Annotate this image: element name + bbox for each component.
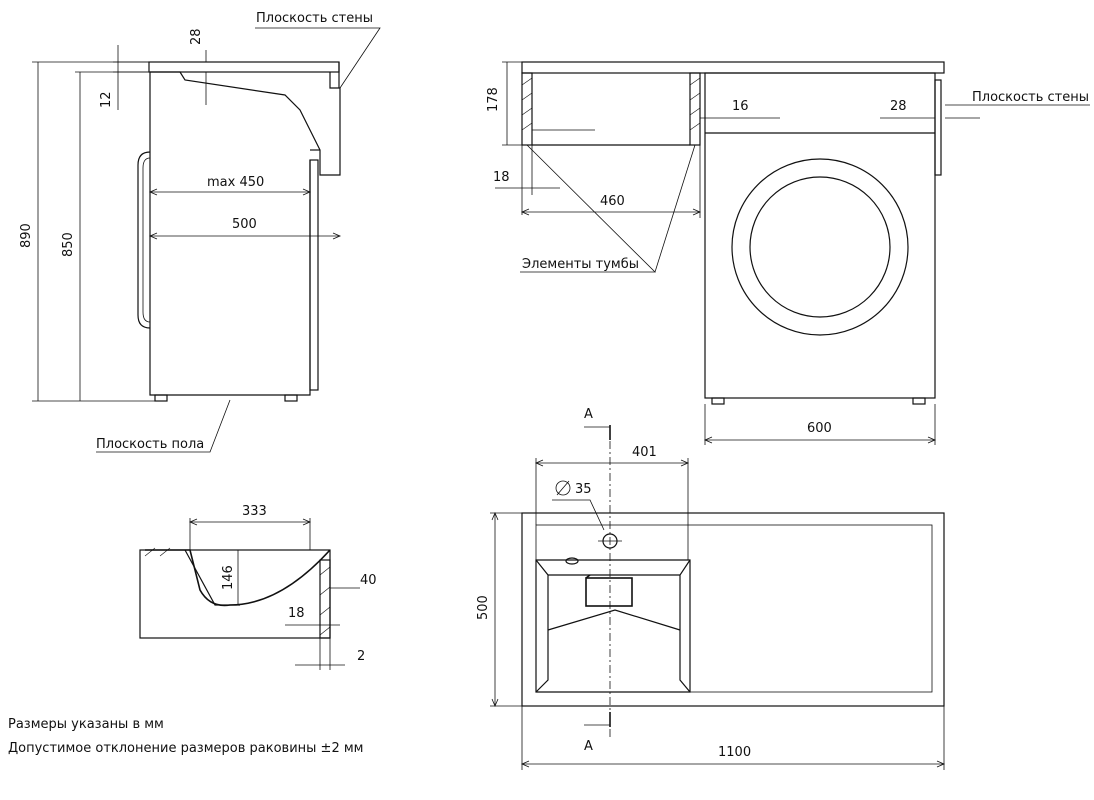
front-view: 178 16 28 Плоскость стены 18 460 Элемент… [486, 61, 1090, 445]
dim-40: 40 [360, 573, 377, 588]
dim-16: 16 [732, 99, 749, 114]
dim-500-plan: 500 [476, 595, 491, 620]
dim-28-side: 28 [189, 28, 204, 45]
dim-28-front: 28 [890, 99, 907, 114]
wall-plane-label-side: Плоскость стены [256, 11, 373, 26]
dim-500-side: 500 [232, 217, 257, 232]
dim-12: 12 [99, 91, 114, 108]
dim-890: 890 [19, 223, 34, 248]
cabinet-elements-label: Элементы тумбы [522, 257, 639, 272]
dim-333: 333 [242, 504, 267, 519]
floor-plane-label: Плоскость пола [96, 437, 204, 452]
dim-146: 146 [221, 565, 236, 590]
dim-35: 35 [575, 482, 592, 497]
wall-plane-label-front: Плоскость стены [972, 90, 1089, 105]
units-note: Размеры указаны в мм [8, 717, 164, 732]
side-view: Плоскость стены Плоскость пола 28 12 890… [19, 11, 381, 453]
dim-460: 460 [600, 194, 625, 209]
dim-401: 401 [632, 445, 657, 460]
dim-600: 600 [807, 421, 832, 436]
dim-max-450: max 450 [207, 175, 264, 190]
section-view: 333 146 40 18 2 [139, 504, 377, 670]
dim-18-front: 18 [493, 170, 510, 185]
dim-178: 178 [486, 87, 501, 112]
section-mark-top: А [584, 407, 593, 422]
plan-view: А А 401 35 500 1100 [476, 407, 946, 770]
dim-18-section: 18 [288, 606, 305, 621]
section-mark-bottom: А [584, 739, 593, 754]
dim-850: 850 [61, 232, 76, 257]
dim-2: 2 [357, 649, 365, 664]
tolerance-note: Допустимое отклонение размеров раковины … [8, 741, 364, 756]
dim-1100: 1100 [718, 745, 751, 760]
